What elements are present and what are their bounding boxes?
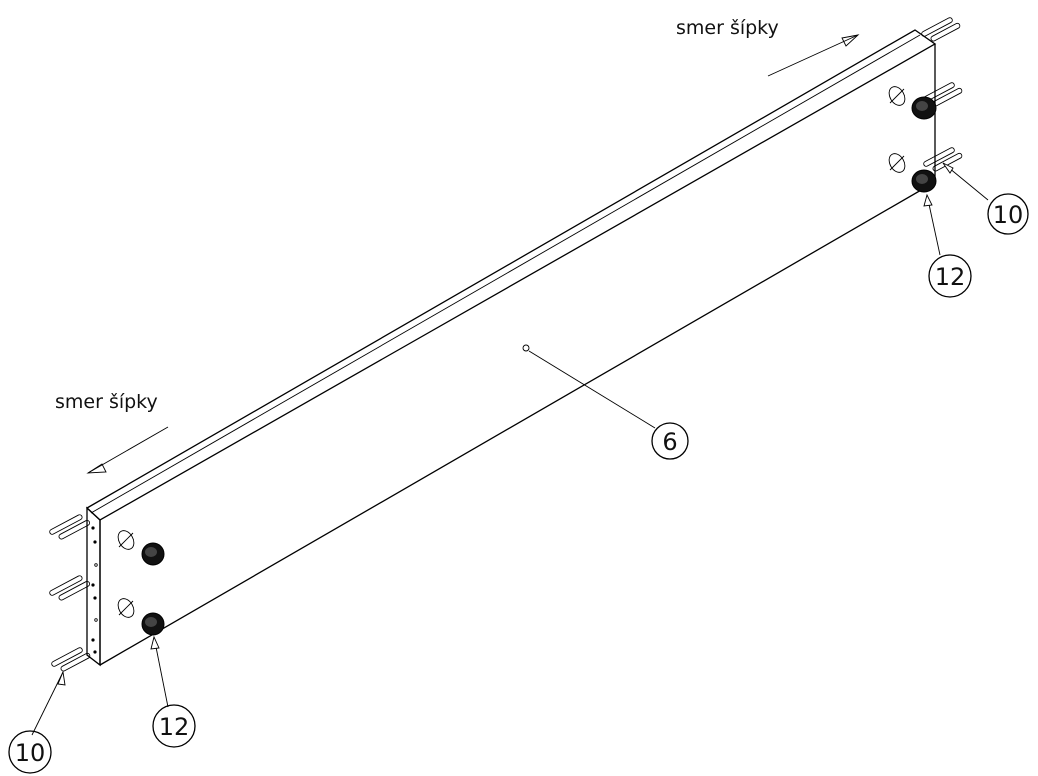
end-holes-left [91, 526, 98, 654]
pins-left [49, 514, 91, 672]
balloon-10-right-label: 10 [993, 201, 1024, 229]
center-mark [522, 344, 530, 352]
arrow-text-left: smer šípky [55, 391, 158, 413]
balloon-12-left-label: 12 [159, 713, 190, 741]
balloon-10-left: 10 [8, 730, 52, 774]
direction-arrow-top [767, 34, 860, 77]
balloon-10-right: 10 [987, 193, 1029, 235]
balloon-6: 6 [651, 422, 689, 460]
beam-body [85, 29, 937, 667]
knobs-right [888, 86, 937, 193]
knobs-left [117, 530, 165, 636]
balloon-6-label: 6 [662, 428, 677, 456]
balloon-10-left-label: 10 [15, 739, 46, 767]
arrow-text-top: smer šípky [676, 17, 779, 39]
balloon-12-right-label: 12 [935, 263, 966, 291]
balloon-12-left: 12 [152, 704, 196, 748]
balloon-12-right: 12 [928, 254, 972, 298]
direction-arrow-left [86, 426, 169, 474]
leader-lines [31, 162, 989, 736]
